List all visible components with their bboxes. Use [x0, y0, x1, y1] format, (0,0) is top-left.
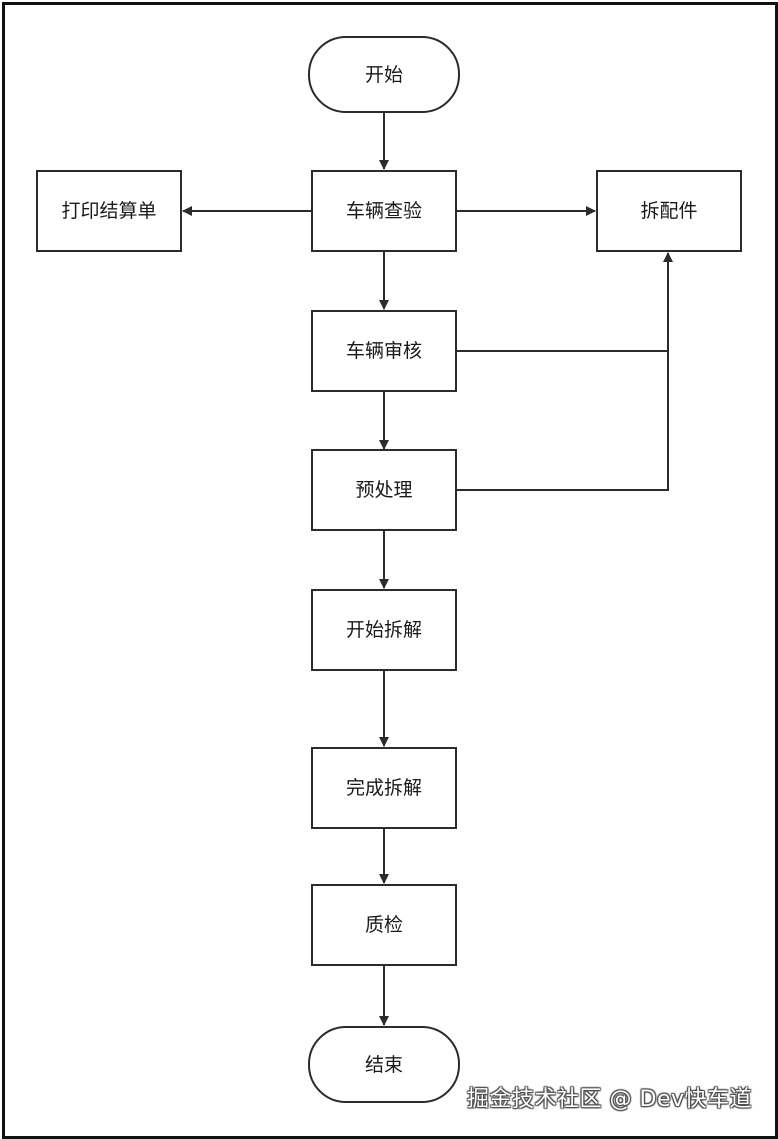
edge-review-to-parts: [457, 252, 673, 352]
watermark-text: 掘金技术社区 @ Dev快车道: [467, 1087, 752, 1112]
node-end-label: 结束: [365, 1054, 403, 1076]
node-start-dismantling-label: 开始拆解: [346, 619, 422, 641]
node-vehicle-review-shape: [311, 310, 457, 392]
node-quality-check-label: 质检: [365, 914, 403, 936]
node-finish-dismantling-shape: [311, 747, 457, 829]
edges: [182, 112, 673, 1026]
node-start-label: 开始: [365, 64, 403, 86]
node-start-shape: [308, 36, 460, 113]
node-end-shape: [308, 1026, 460, 1103]
node-finish-dismantling-label: 完成拆解: [346, 777, 422, 799]
node-labels: 开始 车辆查验 打印结算单 拆配件 车辆审核 预处理 开始拆解 完成拆解 质检 …: [61, 64, 697, 1076]
node-vehicle-inspection-shape: [311, 170, 457, 252]
node-preprocess-label: 预处理: [355, 479, 412, 501]
node-start-dismantling-shape: [311, 589, 457, 671]
edge-preprocess-to-parts: [457, 351, 669, 491]
node-print-statement-shape: [36, 170, 182, 252]
node-print-statement-label: 打印结算单: [61, 200, 156, 222]
node-vehicle-review-label: 车辆审核: [346, 340, 422, 362]
node-dismantle-parts-label: 拆配件: [640, 200, 697, 222]
node-dismantle-parts-shape: [596, 170, 742, 252]
node-preprocess-shape: [311, 449, 457, 531]
node-quality-check-shape: [311, 884, 457, 966]
nodes: [36, 36, 742, 1103]
node-vehicle-inspection-label: 车辆查验: [346, 200, 422, 222]
